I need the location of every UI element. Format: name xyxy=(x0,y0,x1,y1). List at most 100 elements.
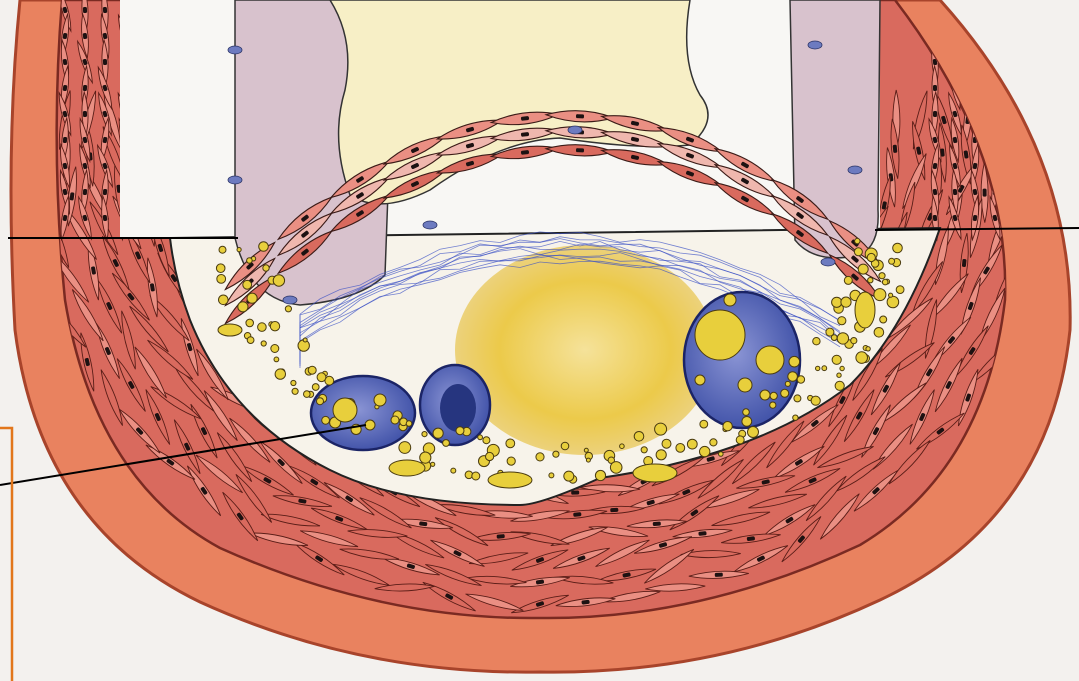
lipid-droplet xyxy=(695,375,705,385)
lipid-droplet xyxy=(882,279,888,285)
endothelial-nucleus xyxy=(423,221,437,229)
lipid-droplet xyxy=(312,384,319,391)
lipid-droplet xyxy=(832,297,842,307)
lipid-droplet xyxy=(243,280,252,289)
lipid-droplet xyxy=(641,447,647,453)
lipid-droplet xyxy=(736,436,744,444)
lipid-droplet xyxy=(391,416,399,424)
endothelial-nucleus xyxy=(808,41,822,49)
lipid-droplet xyxy=(837,333,848,344)
lipid-droplet xyxy=(794,395,801,402)
foam-cell-nucleus xyxy=(440,384,476,432)
muscle-fiber xyxy=(965,0,985,32)
lipid-pool xyxy=(389,460,425,476)
lipid-droplet xyxy=(478,435,483,440)
lipid-droplet xyxy=(443,440,450,447)
muscle-nucleus xyxy=(83,33,88,39)
lipid-droplet xyxy=(816,366,820,370)
lipid-pool xyxy=(633,464,677,482)
lipid-droplet xyxy=(844,276,852,284)
lipid-droplet xyxy=(486,452,494,460)
muscle-nucleus xyxy=(653,521,661,526)
muscle-nucleus xyxy=(83,7,87,13)
lipid-droplet xyxy=(247,293,257,303)
lipid-droplet xyxy=(687,439,697,449)
muscle-cell xyxy=(990,0,1000,32)
lipid-droplet xyxy=(841,297,851,307)
lipid-droplet xyxy=(874,328,884,338)
lipid-droplet xyxy=(219,246,226,253)
muscle-nucleus xyxy=(893,145,898,153)
lipid-droplet xyxy=(399,442,411,454)
muscle-nucleus xyxy=(933,215,938,221)
lipid-droplet xyxy=(838,317,846,325)
lipid-core-icon xyxy=(455,245,715,455)
lipid-droplet xyxy=(781,389,789,397)
lipid-droplet xyxy=(374,394,386,406)
lipid-droplet xyxy=(237,248,241,252)
endothelial-nucleus xyxy=(228,176,242,184)
lipid-pool xyxy=(855,292,875,328)
lipid-pool xyxy=(218,324,242,336)
lipid-droplet xyxy=(889,293,893,297)
muscle-nucleus xyxy=(1037,116,1041,124)
lipid-droplet xyxy=(874,289,886,301)
lipid-droplet xyxy=(216,264,225,273)
muscle-nucleus xyxy=(610,508,618,512)
lipid-droplet xyxy=(837,373,841,377)
lipid-droplet xyxy=(867,253,875,261)
lipid-droplet xyxy=(246,319,254,327)
lipid-pool xyxy=(488,472,532,488)
lipid-droplet xyxy=(793,415,798,420)
lipid-droplet xyxy=(506,439,515,448)
lipid-droplet xyxy=(760,390,770,400)
endothelial-nucleus xyxy=(848,166,862,174)
muscle-nucleus xyxy=(962,259,967,267)
lipid-droplet xyxy=(333,398,357,422)
lipid-droplet xyxy=(719,452,724,457)
lipid-droplet xyxy=(887,296,899,308)
lipid-droplet xyxy=(422,432,427,437)
lipid-droplet xyxy=(710,439,717,446)
muscle-nucleus xyxy=(972,7,978,14)
foam-cell-middle xyxy=(420,365,490,445)
callout-box xyxy=(0,428,12,681)
lipid-droplet xyxy=(365,420,375,430)
lipid-droplet xyxy=(880,316,887,323)
muscle-nucleus xyxy=(497,534,505,539)
lipid-droplet xyxy=(273,275,284,286)
lipid-droplet xyxy=(247,258,253,264)
muscle-nucleus xyxy=(993,59,997,65)
lipid-droplet xyxy=(308,366,316,374)
lipid-droplet xyxy=(270,322,279,331)
muscle-nucleus xyxy=(63,137,67,143)
lipid-droplet xyxy=(695,310,745,360)
cap-cell-nucleus xyxy=(576,114,584,118)
muscle-nucleus xyxy=(83,111,87,117)
lipid-droplet xyxy=(789,356,800,367)
lipid-droplet xyxy=(586,458,590,462)
muscle-nucleus xyxy=(953,189,957,195)
lipid-droplet xyxy=(785,381,790,386)
lipid-droplet xyxy=(317,373,326,382)
lipid-droplet xyxy=(724,294,736,306)
lipid-droplet xyxy=(507,457,515,465)
lipid-droplet xyxy=(811,396,820,405)
lipid-droplet xyxy=(275,369,285,379)
lipid-droplet xyxy=(406,421,412,427)
muscle-cell xyxy=(1034,90,1044,150)
lipid-droplet xyxy=(274,357,279,362)
lipid-droplet xyxy=(247,337,254,344)
lipid-droplet xyxy=(832,355,841,364)
lipid-droplet xyxy=(561,442,569,450)
endothelial-nucleus xyxy=(228,46,242,54)
lipid-droplet xyxy=(656,450,666,460)
lipid-droplet xyxy=(584,448,588,452)
muscle-nucleus xyxy=(983,189,987,197)
lipid-droplet xyxy=(263,265,269,271)
muscle-fiber xyxy=(987,14,1003,58)
lipid-droplet xyxy=(634,432,644,442)
lipid-droplet xyxy=(322,416,330,424)
muscle-cell xyxy=(965,0,985,32)
